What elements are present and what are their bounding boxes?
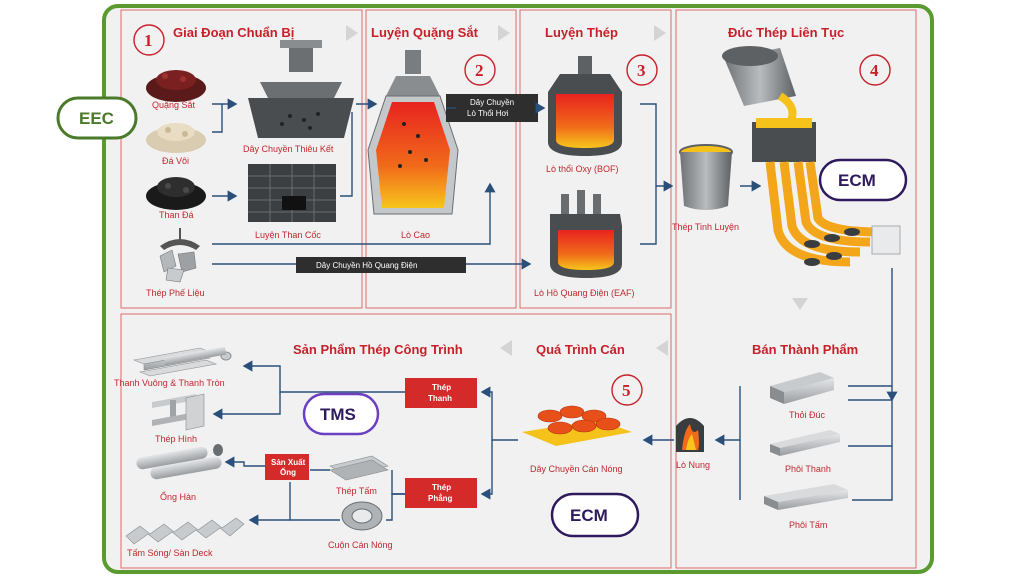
blast-furnace-icon <box>367 50 459 215</box>
label-oxygen-line-1: Dây Chuyền <box>470 98 514 107</box>
limestone-pile-icon <box>146 123 206 153</box>
title-chevrons <box>346 25 808 356</box>
step-number-3: 3 <box>637 61 646 80</box>
eec-tag: EEC <box>56 96 138 140</box>
label-coke-oven: Luyện Than Cốc <box>255 230 321 240</box>
label-welded-pipe: Ống Hàn <box>160 491 196 502</box>
section-title-preparation: Giai Đoạn Chuẩn Bị <box>173 25 294 40</box>
steel-plate-icon <box>329 455 389 481</box>
label-steel-bar-1: Thép <box>432 383 451 392</box>
label-pipe-production-2: Ống <box>280 467 296 477</box>
ecm-tag-casting-label: ECM <box>838 171 876 190</box>
label-pipe-production-1: Sản Xuất <box>271 458 306 467</box>
ecm-tag-casting: ECM <box>818 158 908 202</box>
steel-bar-box <box>405 378 477 408</box>
eec-tag-label: EEC <box>79 109 114 128</box>
welded-pipe-icon <box>136 444 223 480</box>
section-title-iron-smelting: Luyện Quặng Sắt <box>371 25 479 40</box>
label-bof: Lò thổi Oxy (BOF) <box>546 164 619 174</box>
hot-rolled-coil-icon <box>341 501 383 531</box>
scrap-metal-magnet-icon <box>159 228 200 283</box>
flow-lines <box>212 98 898 526</box>
slab-icon <box>764 484 848 510</box>
label-deck-sheet: Tấm Sóng/ Sàn Deck <box>127 548 213 558</box>
label-ingot: Thỏi Đúc <box>789 410 826 420</box>
deck-sheet-icon <box>125 517 245 545</box>
label-blast-furnace: Lò Cao <box>401 230 430 240</box>
step-number-circles <box>133 24 891 406</box>
coke-oven-icon <box>248 164 336 222</box>
section-title-casting: Đúc Thép Liên Tục <box>728 25 844 40</box>
bof-converter-icon <box>548 56 622 156</box>
outer-frame <box>102 4 934 574</box>
continuous-caster-icon <box>722 46 901 267</box>
oxygen-blowing-line-box <box>446 94 538 122</box>
flat-steel-box <box>405 478 477 508</box>
tms-tag: TMS <box>302 392 380 436</box>
label-limestone: Đá Vôi <box>162 156 189 166</box>
label-hot-rolled-coil: Cuộn Cán Nóng <box>328 540 393 550</box>
label-eaf: Lò Hồ Quang Điện (EAF) <box>534 288 635 298</box>
eaf-furnace-icon <box>550 190 622 278</box>
coal-pile-icon <box>146 177 206 210</box>
label-flat-steel-2: Phẳng <box>428 494 453 503</box>
label-billet: Phôi Thanh <box>785 464 831 474</box>
label-electric-arc-line: Dây Chuyền Hồ Quang Điện <box>316 261 417 270</box>
label-flat-steel-1: Thép <box>432 483 451 492</box>
electric-arc-line-bar <box>296 257 466 273</box>
billet-icon <box>770 430 840 456</box>
label-coal: Than Đá <box>159 210 194 220</box>
label-hot-rolling-line: Dây Chuyền Cán Nóng <box>530 464 623 474</box>
step-number-1: 1 <box>144 31 153 50</box>
label-steel-plate: Thép Tấm <box>336 486 377 496</box>
section-title-rolling: Quá Trình Cán <box>536 342 625 357</box>
iron-ore-pile-icon <box>146 70 206 102</box>
pipe-production-box <box>265 454 309 480</box>
reheating-furnace-icon <box>676 418 704 452</box>
bars-icon <box>132 346 232 377</box>
label-steel-bar-2: Thanh <box>428 394 452 403</box>
tms-tag-label: TMS <box>320 405 356 424</box>
section-borders <box>120 9 917 569</box>
label-reheating-furnace: Lò Nung <box>676 460 710 470</box>
label-sinter-line: Dây Chuyền Thiêu Kết <box>243 144 334 154</box>
section-title-semi-products: Bán Thành Phẩm <box>752 342 858 357</box>
ecm-tag-rolling-label: ECM <box>570 506 608 525</box>
step-number-2: 2 <box>475 61 484 80</box>
section-title-steelmaking: Luyện Thép <box>545 25 618 40</box>
label-slab: Phôi Tấm <box>789 520 827 530</box>
label-oxygen-line-2: Lò Thổi Hơi <box>467 109 509 118</box>
label-scrap-steel: Thép Phế Liệu <box>146 288 205 298</box>
hot-rolling-line-icon <box>522 405 632 446</box>
section-title-products: Sản Phẩm Thép Công Trình <box>293 342 463 357</box>
ingot-icon <box>770 372 834 404</box>
section-steel-icon <box>152 393 205 431</box>
ecm-tag-rolling: ECM <box>550 492 640 538</box>
label-bars: Thanh Vuông & Thanh Tròn <box>114 378 225 388</box>
step-number-4: 4 <box>870 61 879 80</box>
label-section-steel: Thép Hình <box>155 434 197 444</box>
label-refined-steel: Thép Tinh Luyện <box>672 222 739 232</box>
label-iron-ore: Quặng Sắt <box>152 100 196 110</box>
refining-ladle-icon <box>679 144 733 210</box>
step-number-5: 5 <box>622 381 631 400</box>
sinter-plant-icon <box>248 40 354 138</box>
